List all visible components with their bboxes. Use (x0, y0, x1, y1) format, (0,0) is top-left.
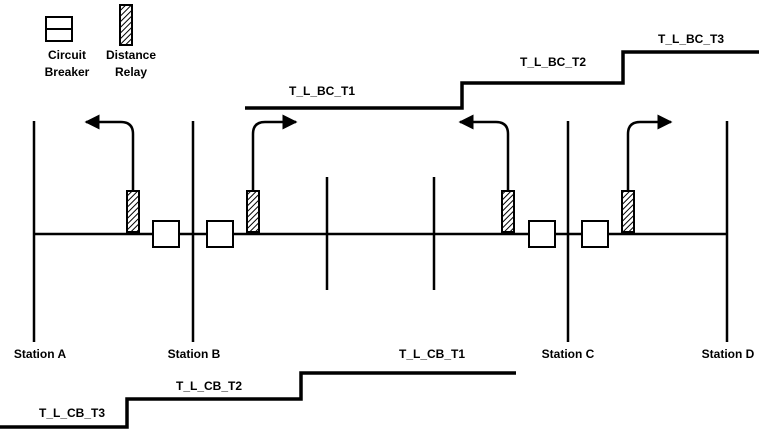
distance-relay-3 (501, 190, 515, 233)
zone-label-bc-t2: T_L_BC_T2 (520, 55, 586, 69)
circuit-breaker-3 (528, 220, 556, 248)
distance-relay-2 (246, 190, 260, 233)
zone-label-cb-t3: T_L_CB_T3 (39, 406, 105, 420)
legend-circuit-label-2: Breaker (45, 65, 90, 79)
legend-circuit-breaker: Circuit Breaker (45, 16, 90, 79)
station-b-label: Station B (168, 347, 221, 361)
zone-label-cb-t1: T_L_CB_T1 (399, 347, 465, 361)
station-a-label: Station A (14, 347, 67, 361)
circuit-breaker-2 (206, 220, 234, 248)
station-d-label: Station D (702, 347, 755, 361)
tap-lines (325, 177, 436, 290)
station-c-label: Station C (542, 347, 595, 361)
legend-distance-label-1: Distance (106, 48, 156, 62)
direction-arrows (84, 114, 673, 191)
zones-cb: T_L_CB_T1 T_L_CB_T2 T_L_CB_T3 (0, 347, 516, 429)
zone-label-bc-t1: T_L_BC_T1 (289, 84, 355, 98)
relay-1-left-arrow-icon (84, 114, 135, 191)
distance-relay-1 (126, 190, 140, 233)
circuit-breaker-4 (581, 220, 609, 248)
legend-distance-label-2: Relay (115, 65, 147, 79)
zone-label-bc-t3: T_L_BC_T3 (658, 32, 724, 46)
relay-3-left-arrow-icon (458, 114, 510, 191)
legend-distance-relay: Distance Relay (106, 4, 156, 79)
station-buses (32, 121, 729, 342)
station-labels: Station A Station B Station C Station D (14, 347, 755, 361)
cb-zone-staircase (0, 371, 516, 429)
circuit-breakers (152, 220, 609, 248)
relay-2-right-arrow-icon (251, 114, 298, 191)
zones-bc: T_L_BC_T1 T_L_BC_T2 T_L_BC_T3 (245, 32, 759, 110)
distance-relays (126, 190, 635, 233)
bc-zone-staircase (245, 50, 759, 110)
legend-circuit-label-1: Circuit (48, 48, 86, 62)
distance-relay-symbol-legend (119, 4, 133, 46)
legend: Circuit Breaker Distance Relay (45, 4, 156, 79)
relay-4-right-arrow-icon (626, 114, 673, 191)
distance-relay-4 (621, 190, 635, 233)
circuit-breaker-1 (152, 220, 180, 248)
zone-label-cb-t2: T_L_CB_T2 (176, 379, 242, 393)
